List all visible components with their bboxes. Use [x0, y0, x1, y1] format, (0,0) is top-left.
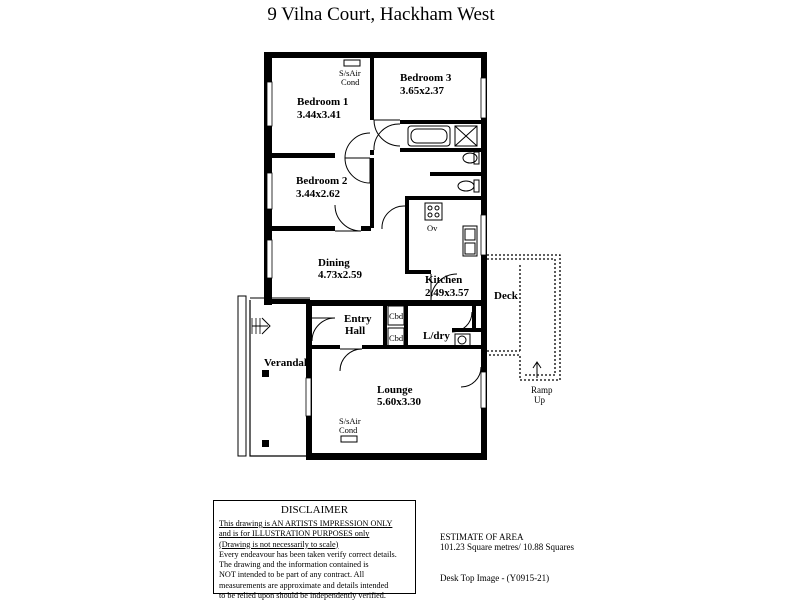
lounge-size: 5.60x3.30 — [377, 396, 422, 408]
door-swings — [311, 119, 482, 388]
verandah-name: Verandah — [264, 357, 310, 369]
area-estimate: ESTIMATE OF AREA 101.23 Square metres/ 1… — [440, 532, 574, 552]
windows — [266, 77, 487, 417]
disclaimer-line-4: Every endeavour has been taken verify co… — [219, 549, 397, 559]
aircon-unit-bottom — [340, 435, 358, 443]
disclaimer-line-5: The drawing and the information containe… — [219, 560, 369, 570]
bathroom-fixtures — [407, 125, 480, 193]
disclaimer-line-1: This drawing is AN ARTISTS IMPRESSION ON… — [219, 519, 393, 528]
disclaimer-title: DISCLAIMER — [280, 504, 349, 516]
aircon-top-line2: Cond — [341, 77, 360, 87]
aircon-bottom-line2: Cond — [339, 425, 358, 435]
entry-hall-line1: Entry — [344, 313, 372, 325]
verandah — [237, 295, 310, 457]
disclaimer-line-6: NOT intended to be part of any contract.… — [219, 570, 365, 580]
plan-title: 9 Vilna Court, Hackham West — [267, 4, 495, 25]
dining-size: 4.73x2.59 — [318, 269, 363, 281]
ramp-line1: Ramp — [531, 385, 553, 395]
interior-walls — [272, 58, 481, 349]
deck — [487, 254, 561, 381]
area-value: 101.23 Square metres/ 10.88 Squares — [440, 542, 574, 552]
bedroom3-name: Bedroom 3 — [400, 72, 452, 84]
ramp-line2: Up — [534, 395, 545, 405]
disclaimer-line-7: measurements are approximate and details… — [219, 580, 389, 590]
kitchen-fixtures — [424, 202, 478, 348]
cupboards — [387, 305, 405, 347]
kitchen-name: Kitchen — [425, 274, 462, 286]
aircon-bottom-line1: S/sAir — [339, 416, 361, 426]
aircon-top-line1: S/sAir — [339, 68, 361, 78]
disclaimer-box: DISCLAIMER This drawing is AN ARTISTS IM… — [213, 500, 416, 600]
image-reference: Desk Top Image - (Y0915-21) — [440, 573, 550, 583]
kitchen-size: 2.49x3.57 — [425, 287, 470, 299]
deck-name: Deck — [494, 290, 519, 302]
disclaimer-line-8: to be relied upon should be independentl… — [219, 591, 386, 601]
dining-name: Dining — [318, 257, 350, 269]
cupboard1-label: Cbd — [389, 311, 404, 321]
area-heading: ESTIMATE OF AREA — [440, 532, 524, 542]
bedroom1-size: 3.44x3.41 — [297, 109, 341, 121]
bedroom3-size: 3.65x2.37 — [400, 85, 445, 97]
laundry-name: L/dry — [423, 330, 450, 342]
cupboard2-label: Cbd — [389, 333, 404, 343]
disclaimer-line-2: and is for ILLUSTRATION PURPOSES only — [219, 529, 370, 539]
lounge-name: Lounge — [377, 384, 413, 396]
bedroom2-name: Bedroom 2 — [296, 175, 348, 187]
oven-label: Ov — [427, 223, 438, 233]
bedroom1-name: Bedroom 1 — [297, 96, 348, 108]
disclaimer-line-3: (Drawing is not necessarily to scale) — [219, 539, 339, 549]
aircon-unit-top — [343, 59, 361, 67]
bedroom2-size: 3.44x2.62 — [296, 188, 341, 200]
entry-hall-line2: Hall — [345, 325, 365, 337]
ramp-arrow-icon — [532, 361, 542, 378]
